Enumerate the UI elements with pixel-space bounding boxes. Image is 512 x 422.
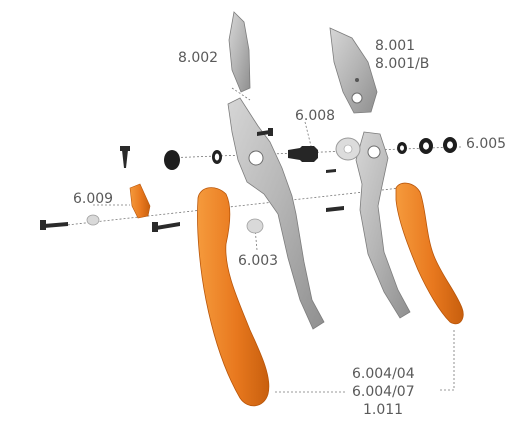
blade-8001 <box>329 27 378 114</box>
label-6004-07: 6.004/07 <box>352 384 415 400</box>
screws <box>40 128 344 232</box>
label-8002: 8.002 <box>178 50 218 66</box>
label-1011: 1.011 <box>363 402 403 418</box>
blade-hole <box>351 92 363 104</box>
screw-mid <box>156 222 180 230</box>
black-nut <box>164 150 180 170</box>
left-handle <box>197 187 270 407</box>
label-8001b: 8.001/B <box>375 56 429 72</box>
label-6003: 6.003 <box>238 253 278 269</box>
pivot-bolt-6008 <box>288 146 318 162</box>
label-6008: 6.008 <box>295 108 335 124</box>
pivot-hardware <box>164 137 457 170</box>
frame-pivot-hole <box>248 150 264 166</box>
screw-top <box>257 130 270 136</box>
label-6009: 6.009 <box>73 191 113 207</box>
bushing-left <box>86 214 100 226</box>
pin-small <box>326 169 336 173</box>
main-frame-right <box>355 131 411 319</box>
screw-right <box>326 206 344 212</box>
blade-hole-small <box>355 78 359 82</box>
label-8001: 8.001 <box>375 38 415 54</box>
main-frame-left <box>227 97 325 330</box>
screw-vertical <box>122 150 128 168</box>
latch-6009 <box>129 183 151 219</box>
label-6005: 6.005 <box>466 136 506 152</box>
right-handle <box>395 182 464 325</box>
bushing-6003 <box>246 218 264 234</box>
right-arm-hole <box>367 145 381 159</box>
label-6004-04: 6.004/04 <box>352 366 415 382</box>
screw-left-long <box>44 222 68 228</box>
upper-blade-8002 <box>228 11 251 93</box>
